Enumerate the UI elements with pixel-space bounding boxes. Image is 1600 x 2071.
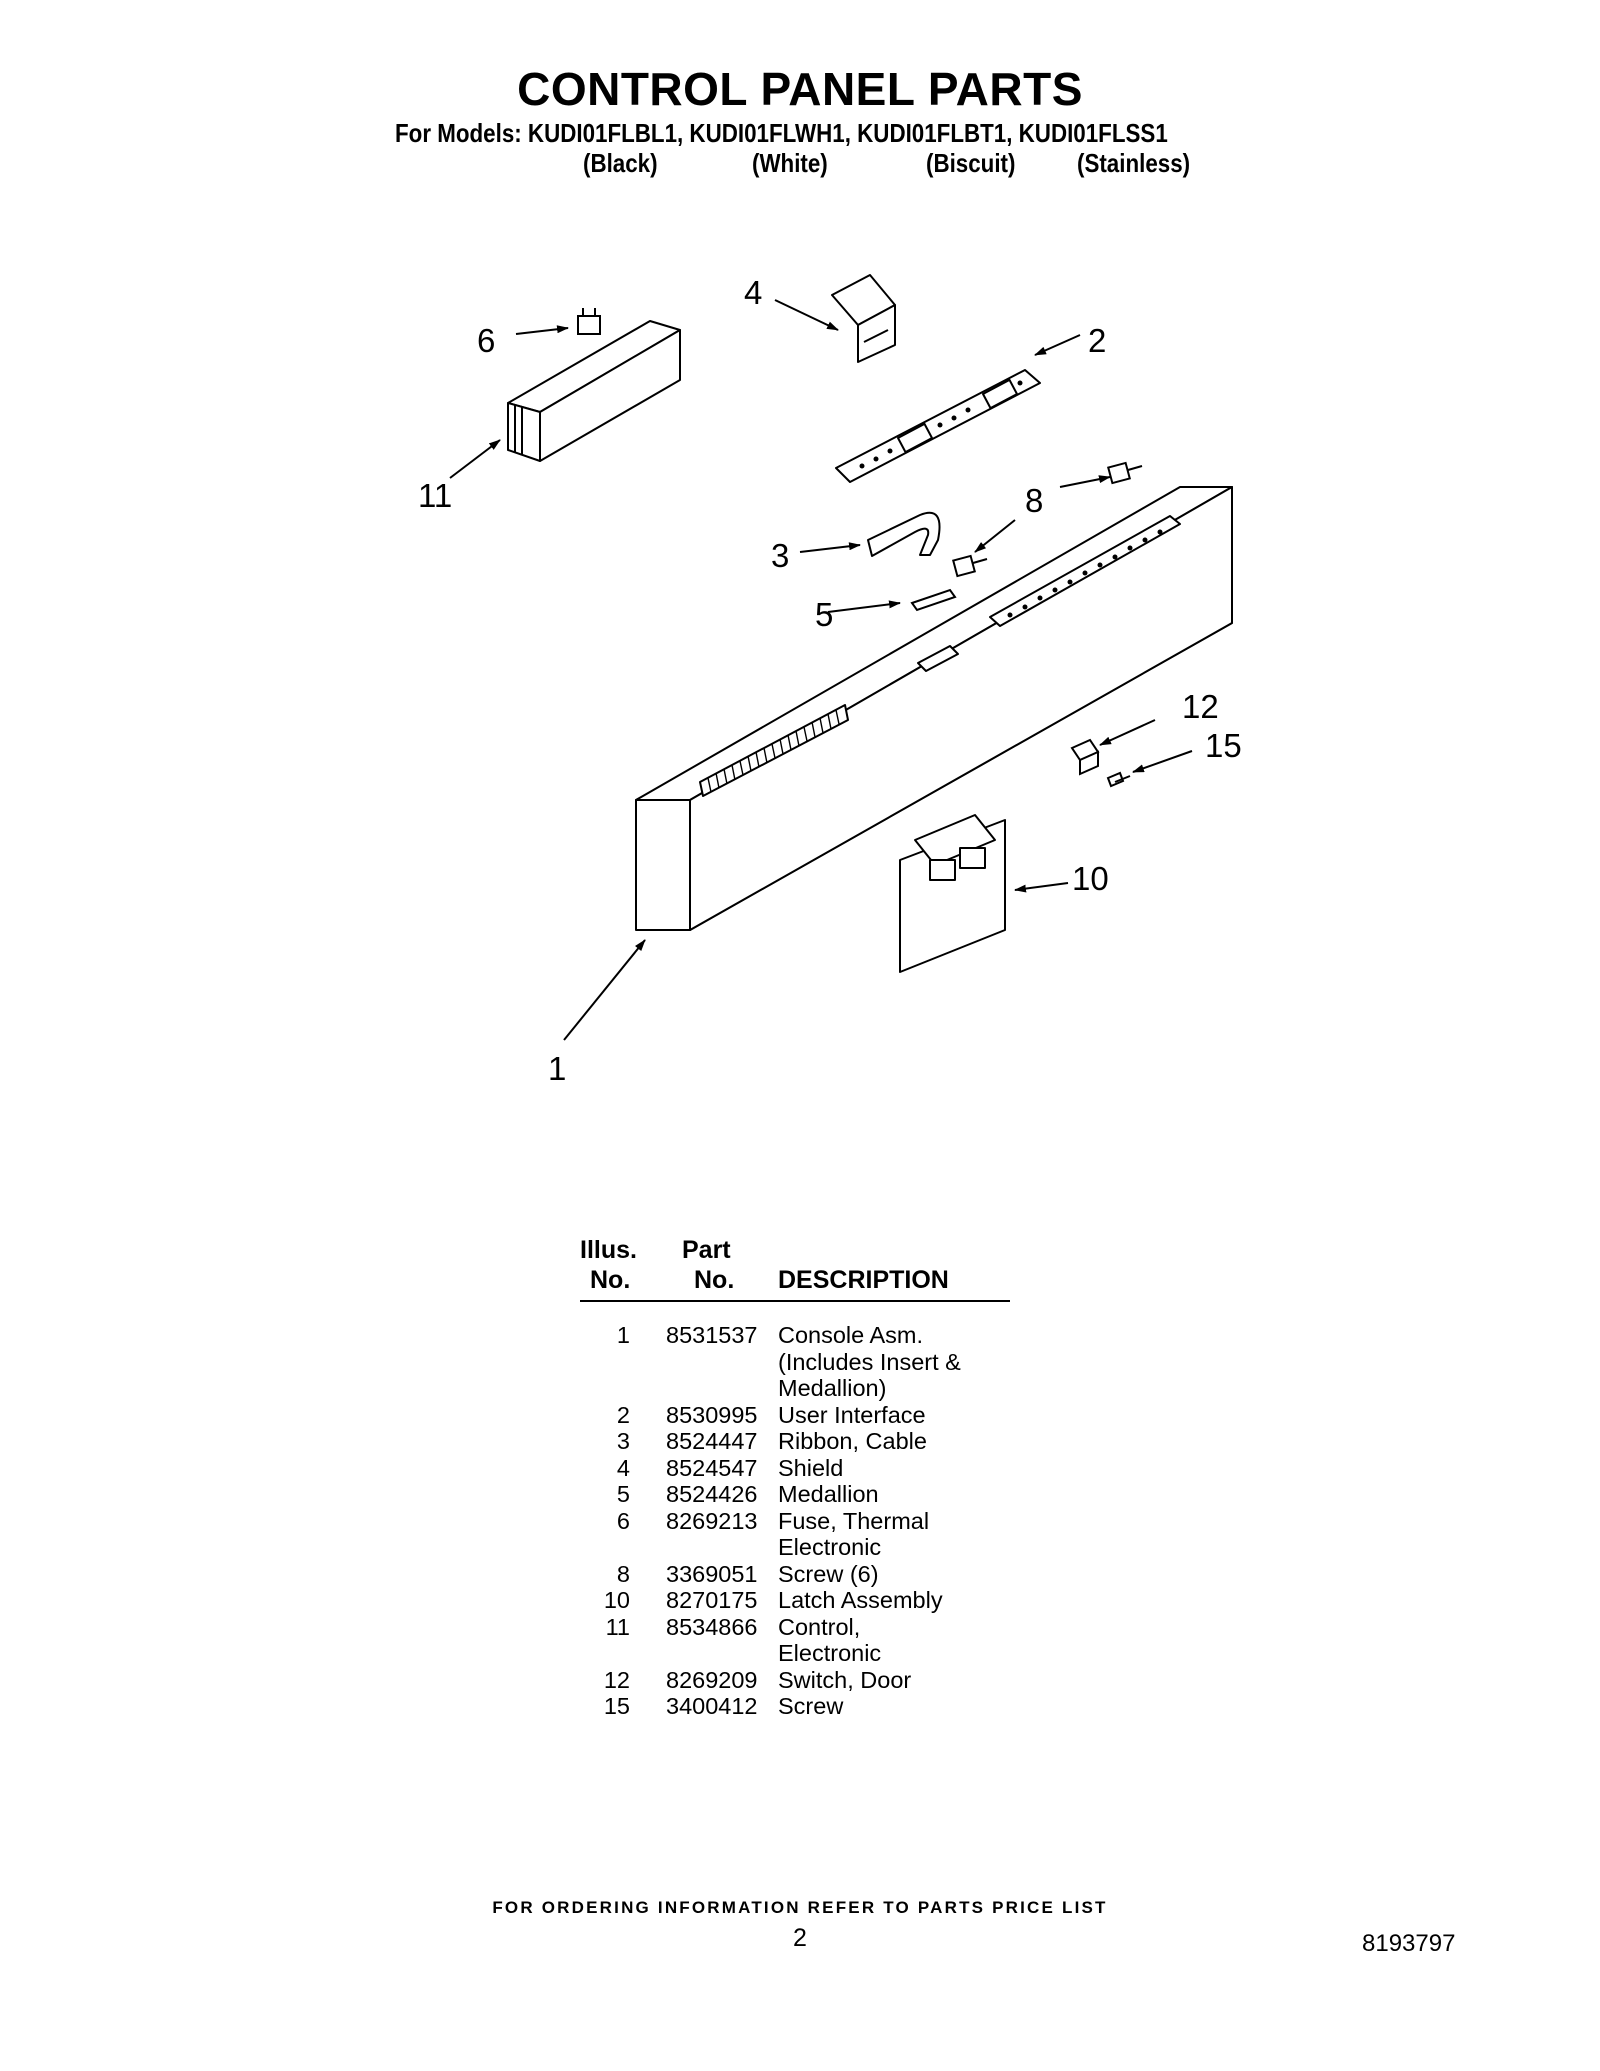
medallion-part [910, 588, 957, 612]
illus-no: 3 [616, 1428, 630, 1454]
table-row: 5 8524426 Medallion [580, 1481, 1020, 1508]
ribbon-cable-part [867, 511, 941, 557]
header-rule [580, 1300, 1010, 1302]
part-description: Shield [778, 1454, 844, 1481]
latch-assembly-part [899, 814, 1006, 973]
page-title: CONTROL PANEL PARTS [517, 63, 1083, 115]
part-no: 8270175 [666, 1587, 758, 1613]
parts-table-rows: 1 8531537 Console Asm. (Includes Insert & … [580, 1322, 1020, 1720]
callout-15: 15 [1205, 727, 1242, 764]
part-no: 8269213 [666, 1507, 758, 1534]
parts-table-header: Illus. No. Part No. DESCRIPTION [580, 1236, 1010, 1298]
part-no: 8524547 [666, 1454, 758, 1481]
table-row: 4 8524547 Shield [580, 1455, 1020, 1482]
table-row: 11 8534866 Control, Electronic [580, 1614, 1020, 1667]
color-white: (White) [752, 148, 828, 178]
color-biscuit: (Biscuit) [926, 148, 1016, 178]
models-line: For Models: KUDI01FLBL1, KUDI01FLWH1, KU… [395, 118, 1168, 148]
illus-no: 12 [603, 1666, 630, 1693]
table-row: 8 3369051 Screw (6) [580, 1561, 1020, 1588]
callout-5: 5 [815, 596, 833, 633]
document-number: 8193797 [1362, 1930, 1456, 1957]
ordering-footer: FOR ORDERING INFORMATION REFER TO PARTS … [492, 1898, 1108, 1917]
illus-no: 1 [616, 1322, 630, 1348]
exploded-parts-diagram: 1 2 3 4 5 6 8 10 11 12 15 [418, 274, 1242, 1087]
part-no: 8524426 [666, 1481, 758, 1507]
part-no: 8269209 [666, 1666, 758, 1693]
description-header: DESCRIPTION [778, 1266, 949, 1294]
color-black: (Black) [583, 148, 658, 178]
part-description: Latch Assembly [778, 1587, 943, 1613]
part-description: User Interface [778, 1401, 926, 1428]
illus-no: 11 [605, 1613, 630, 1640]
table-row: 10 8270175 Latch Assembly [580, 1587, 1020, 1614]
callout-11: 11 [418, 477, 452, 514]
door-switch-part [1070, 738, 1100, 776]
callout-6: 6 [477, 322, 495, 359]
callout-2: 2 [1088, 322, 1106, 359]
part-description: Ribbon, Cable [778, 1428, 927, 1454]
thermal-fuse-part [577, 308, 601, 335]
part-no: 8534866 [666, 1613, 758, 1640]
table-row: 2 8530995 User Interface [580, 1402, 1020, 1429]
part-header-line2: No. [694, 1266, 735, 1294]
part-description: Screw (6) [778, 1560, 879, 1587]
callout-12: 12 [1182, 688, 1219, 725]
table-row: 12 8269209 Switch, Door [580, 1667, 1020, 1694]
part-no: 8524447 [666, 1428, 758, 1454]
shield-part [831, 274, 896, 363]
electronic-control-part [507, 320, 681, 462]
part-description: Control, Electronic [778, 1613, 882, 1667]
table-row: 15 3400412 Screw [580, 1693, 1020, 1720]
part-no: 8530995 [666, 1401, 758, 1428]
part-no: 3369051 [666, 1560, 758, 1587]
illus-header-line1: Illus. [580, 1236, 637, 1264]
part-header-line1: Part [682, 1236, 731, 1264]
part-description: Screw [778, 1693, 844, 1719]
callout-4: 4 [744, 274, 762, 311]
page-number: 2 [793, 1924, 807, 1952]
illus-no: 10 [603, 1587, 630, 1613]
table-row: 3 8524447 Ribbon, Cable [580, 1428, 1020, 1455]
callout-3: 3 [771, 537, 789, 574]
illus-no: 8 [616, 1560, 630, 1587]
screw-part [952, 461, 1143, 578]
console-assembly-part [635, 486, 1233, 931]
part-no: 3400412 [666, 1693, 758, 1719]
part-description: Switch, Door [778, 1666, 912, 1693]
illus-header-line2: No. [590, 1266, 631, 1294]
table-row: 6 8269213 Fuse, Thermal Electronic [580, 1508, 1020, 1561]
table-row: 1 8531537 Console Asm. (Includes Insert & … [580, 1322, 1020, 1402]
part-description: Console Asm. (Includes Insert & Medallio… [778, 1322, 961, 1401]
illus-no: 15 [603, 1693, 630, 1719]
user-interface-board-part [835, 369, 1041, 483]
illus-no: 6 [616, 1507, 630, 1534]
part-description: Medallion [778, 1481, 879, 1507]
small-screw-part [1106, 771, 1131, 788]
illus-no: 4 [616, 1454, 630, 1481]
callout-10: 10 [1072, 860, 1109, 897]
callout-8: 8 [1025, 482, 1043, 519]
color-stainless: (Stainless) [1077, 148, 1191, 178]
part-no: 8531537 [666, 1322, 758, 1348]
part-description: Fuse, Thermal Electronic [778, 1507, 930, 1561]
illus-no: 2 [616, 1401, 630, 1428]
callout-1: 1 [548, 1050, 566, 1087]
illus-no: 5 [616, 1481, 630, 1507]
